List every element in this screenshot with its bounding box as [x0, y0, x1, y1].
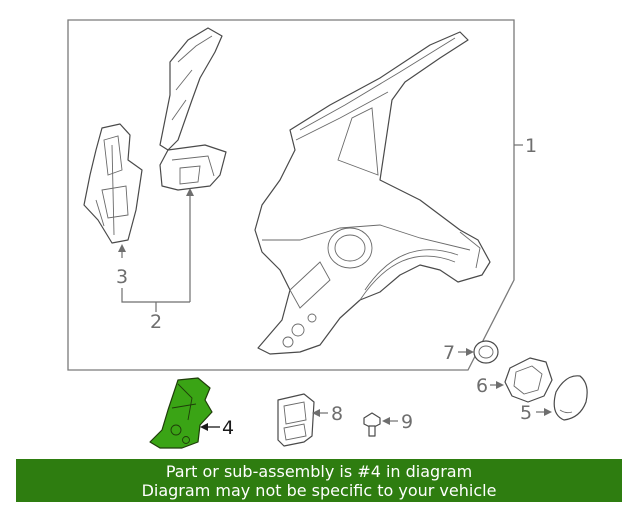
- grommet-part-7: [473, 340, 499, 364]
- callout-2: 2: [150, 311, 162, 333]
- quarter-panel-part-1: [254, 31, 491, 355]
- callout-3: 3: [116, 266, 128, 288]
- callout-4: 4: [222, 417, 234, 439]
- banner-line-1: Part or sub-assembly is #4 in diagram: [165, 461, 473, 481]
- screw-part-9: [363, 412, 381, 437]
- fuel-door-lid-part-5: [553, 375, 588, 421]
- callout-1: 1: [525, 135, 537, 157]
- pillar-inner-part-2: [159, 27, 227, 191]
- callout-6: 6: [476, 375, 488, 397]
- notice-banner: Part or sub-assembly is #4 in diagram Di…: [16, 459, 622, 502]
- assembly-frame: [67, 19, 515, 371]
- callout-9: 9: [401, 411, 413, 433]
- callout-5: 5: [520, 402, 532, 424]
- callout-7: 7: [443, 342, 455, 364]
- callout-8: 8: [331, 403, 343, 425]
- reinforcement-part-3: [83, 123, 143, 244]
- banner-line-2: Diagram may not be specific to your vehi…: [141, 480, 497, 500]
- fuel-door-base-part-6: [504, 357, 553, 403]
- fuel-housing-part-8: [277, 393, 315, 447]
- highlighted-bracket-part-4: [149, 377, 213, 449]
